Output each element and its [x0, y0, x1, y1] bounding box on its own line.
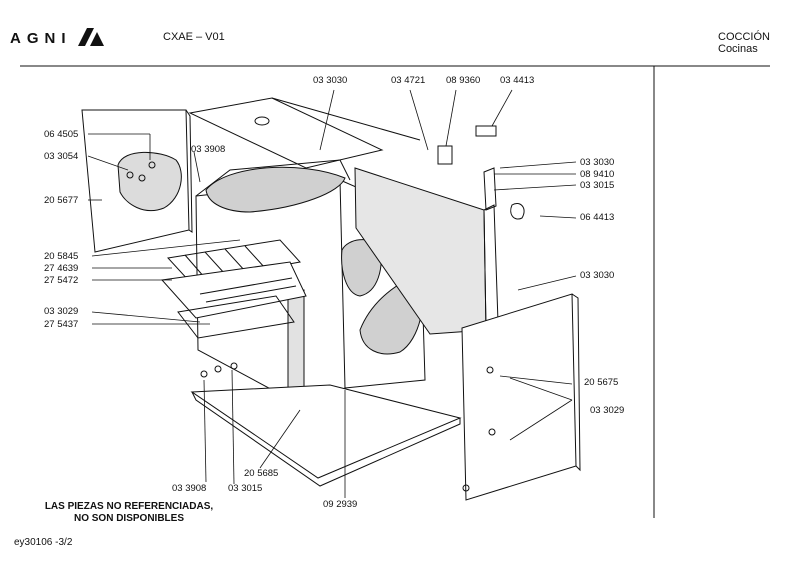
callout-label: 20 5677: [44, 195, 79, 206]
callout-label: 03 3030: [580, 157, 615, 168]
callout-label: 27 4639: [44, 263, 79, 274]
callout-label: 27 5437: [44, 319, 79, 330]
small-parts: [200, 125, 525, 378]
category-label: COCCIÓN: [718, 31, 770, 43]
model-code: CXAE – V01: [163, 31, 225, 43]
callout-label: 09 2939: [323, 499, 358, 510]
brand-mark-icon: [77, 28, 104, 46]
leader-lines: [87, 89, 577, 498]
right-side-panel: [461, 293, 581, 501]
availability-note: LAS PIEZAS NO REFERENCIADAS, NO SON DISP…: [44, 501, 214, 524]
brand-name: AGNI: [10, 30, 72, 47]
callout-label: 03 3030: [580, 270, 615, 281]
callout-label: 03 3054: [44, 151, 79, 162]
callout-label: 08 9410: [580, 169, 615, 180]
bottom-panel: [190, 384, 462, 487]
callout-label: 03 3908: [172, 483, 207, 494]
oven-tray: [161, 261, 307, 319]
callout-label: 06 4413: [580, 212, 615, 223]
top-panel: [188, 97, 421, 169]
callout-label: 27 5472: [44, 275, 79, 286]
callout-label: 03 3029: [44, 306, 79, 317]
callout-label: 03 4413: [500, 75, 535, 86]
oven-rack-lower: [177, 295, 295, 339]
callout-label: 20 5685: [244, 468, 279, 479]
callout-label: 03 3015: [228, 483, 263, 494]
callout-label: 08 9360: [446, 75, 481, 86]
callout-label: 03 3908: [191, 144, 226, 155]
callout-label: 06 4505: [44, 129, 79, 140]
callout-label: 20 5845: [44, 251, 79, 262]
document-reference: ey30106 -3/2: [14, 537, 73, 548]
callout-label: 03 4721: [391, 75, 426, 86]
subcategory-label: Cocinas: [718, 43, 758, 55]
callout-label: 03 3015: [580, 180, 615, 191]
callout-label: 03 3030: [313, 75, 348, 86]
callout-label: 03 3029: [590, 405, 625, 416]
left-side-panel: [81, 109, 193, 253]
brand-logo: AGNI: [10, 28, 104, 47]
callout-label: 20 5675: [584, 377, 619, 388]
